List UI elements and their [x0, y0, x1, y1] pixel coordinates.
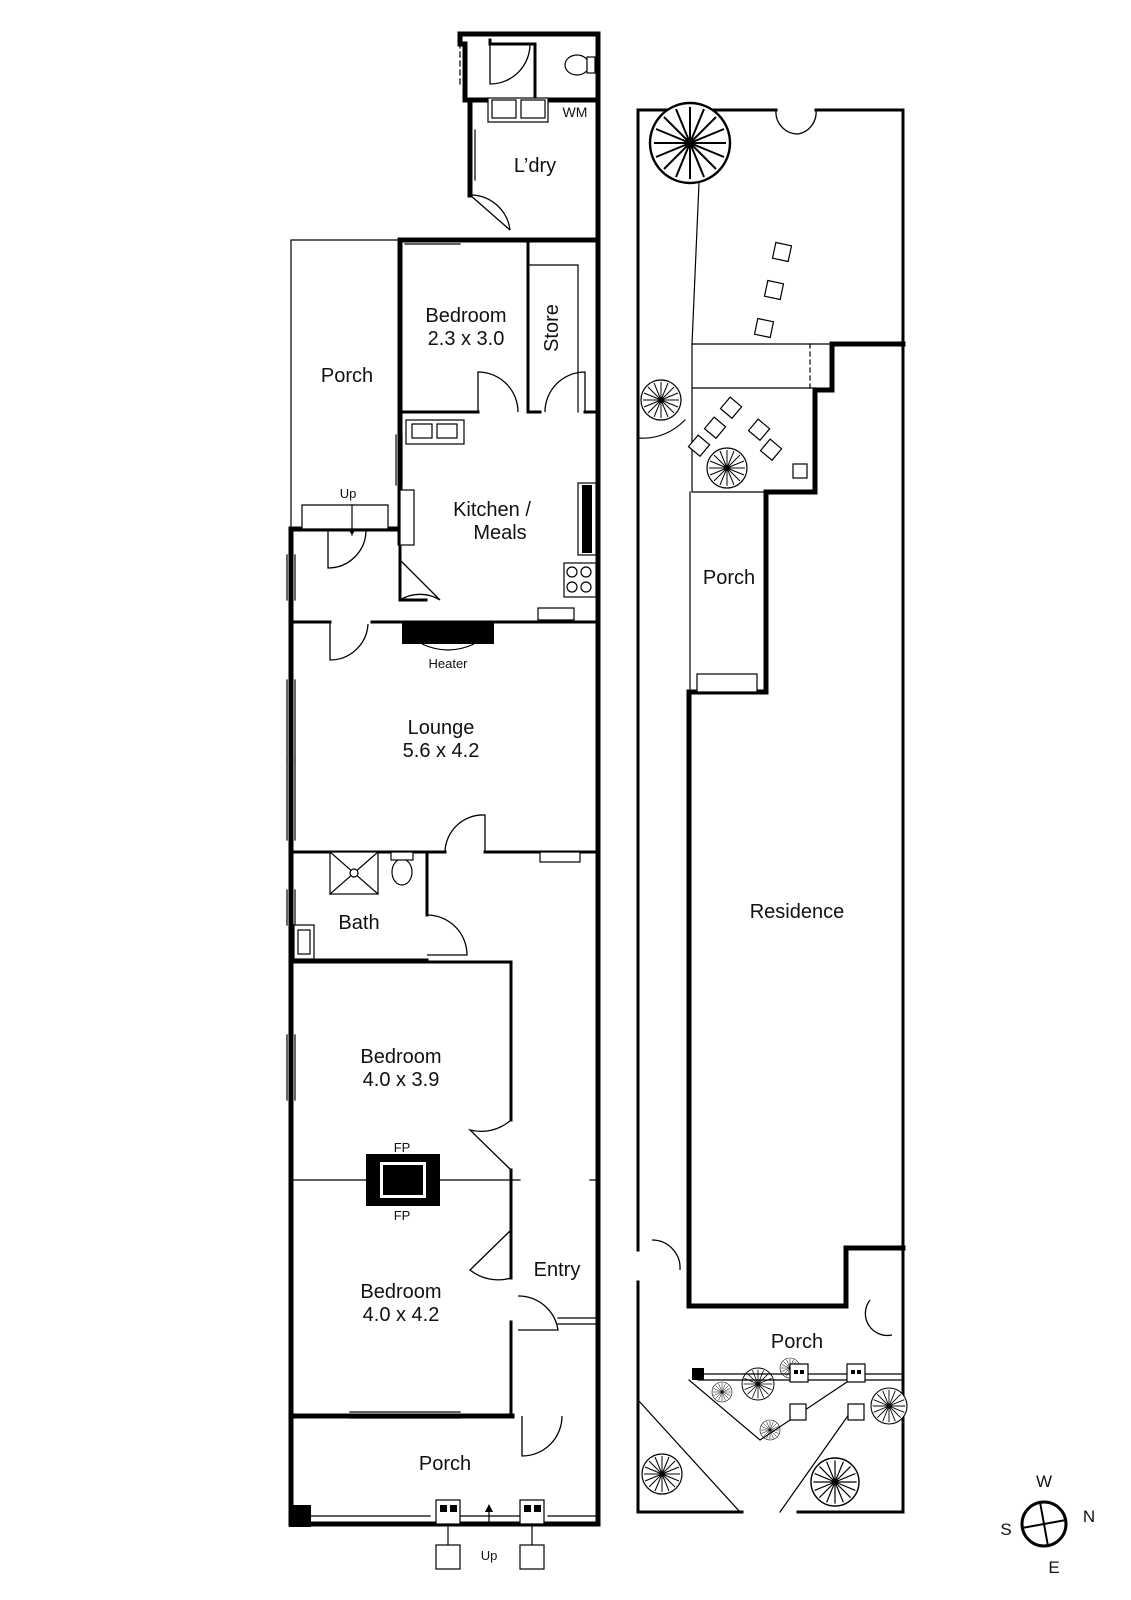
compass-south: S	[1000, 1520, 1011, 1539]
tree-icon	[759, 1419, 781, 1441]
tree-icon	[810, 1457, 860, 1507]
tree-icon	[870, 1387, 908, 1425]
lounge-size: 5.6 x 4.2	[403, 740, 480, 762]
tree-icon	[648, 101, 732, 185]
bath-label: Bath	[338, 912, 379, 934]
residence-label: Residence	[750, 901, 845, 923]
up-front-label: Up	[481, 1548, 498, 1563]
tree-icon	[706, 447, 748, 489]
bedroom-front-size: 4.0 x 4.2	[363, 1304, 440, 1326]
porch-post	[289, 1505, 311, 1527]
bedroom-small-size: 2.3 x 3.0	[428, 328, 505, 350]
meals-label: Meals	[473, 522, 526, 544]
lounge-label: Lounge	[408, 717, 475, 739]
kitchen-label: Kitchen /	[453, 499, 531, 521]
bedroom-front-label: Bedroom	[360, 1281, 441, 1303]
bedroom-mid-label: Bedroom	[360, 1046, 441, 1068]
entry-label: Entry	[534, 1259, 581, 1281]
porch-front-label: Porch	[419, 1453, 471, 1475]
porch-mid-label: Porch	[703, 567, 755, 589]
stepping-stones	[687, 241, 808, 479]
tree-icon	[641, 1453, 683, 1495]
left-floor-plan	[286, 31, 601, 1570]
right-site-plan	[636, 101, 908, 1514]
tree-icon	[640, 379, 682, 421]
up-top-label: Up	[340, 486, 357, 501]
laundry-label: L’dry	[514, 155, 556, 177]
store-label: Store	[541, 304, 563, 352]
porch-top-label: Porch	[321, 365, 373, 387]
toilet	[391, 858, 413, 886]
toilet-back	[564, 54, 590, 76]
compass-north: N	[1083, 1507, 1095, 1526]
fireplace-bottom-label: FP	[394, 1208, 411, 1223]
washing-machine-label: WM	[563, 104, 588, 120]
compass-icon	[1020, 1500, 1068, 1548]
bedroom-small-label: Bedroom	[425, 305, 506, 327]
fireplace-top-label: FP	[394, 1140, 411, 1155]
porch-front-right-label: Porch	[771, 1331, 823, 1353]
bedroom-mid-size: 4.0 x 3.9	[363, 1069, 440, 1091]
compass-east: E	[1048, 1558, 1059, 1577]
compass-west: W	[1036, 1472, 1052, 1491]
heater	[402, 622, 494, 644]
heater-label: Heater	[428, 656, 468, 671]
tree-icon	[711, 1381, 733, 1403]
tree-icon	[741, 1367, 775, 1401]
